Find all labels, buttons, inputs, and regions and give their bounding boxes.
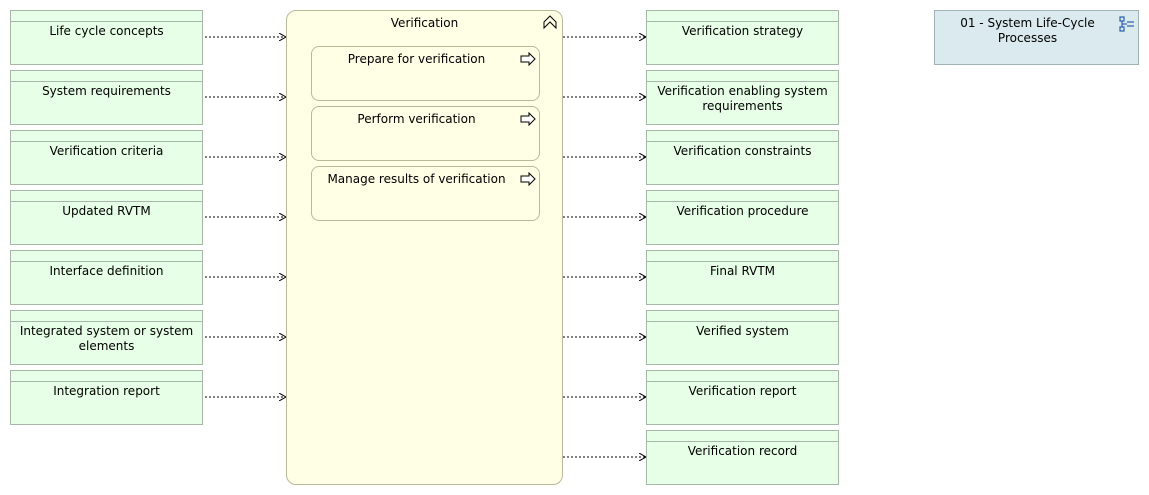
reference-label: 01 - System Life-Cycle Processes: [960, 16, 1095, 45]
output-final-rvtm[interactable]: Final RVTM: [646, 250, 839, 305]
process-arrow-icon: [520, 112, 536, 126]
output-label: Verification procedure: [676, 204, 809, 218]
process-arrow-icon: [520, 52, 536, 66]
process-arrow-icon: [520, 172, 536, 186]
input-label: Integration report: [53, 384, 160, 398]
diagram-link-icon[interactable]: [1119, 16, 1135, 32]
output-verification-strategy[interactable]: Verification strategy: [646, 10, 839, 65]
output-verification-enabling-system-requirements[interactable]: Verification enabling system requirement…: [646, 70, 839, 125]
input-label: Updated RVTM: [62, 204, 151, 218]
subprocess-label: Prepare for verification: [347, 52, 486, 66]
input-label: Life cycle concepts: [49, 24, 164, 38]
reference-system-life-cycle-processes[interactable]: 01 - System Life-Cycle Processes: [934, 10, 1139, 65]
output-label: Verification record: [687, 444, 798, 458]
subprocess-label: Manage results of verification: [327, 172, 506, 186]
process-chevron-icon[interactable]: [542, 14, 558, 30]
output-verification-report[interactable]: Verification report: [646, 370, 839, 425]
input-integrated-system[interactable]: Integrated system or system elements: [10, 310, 203, 365]
output-label: Verified system: [696, 324, 789, 338]
output-verification-procedure[interactable]: Verification procedure: [646, 190, 839, 245]
output-verification-record[interactable]: Verification record: [646, 430, 839, 485]
input-label: System requirements: [42, 84, 171, 98]
subprocess-perform-verification[interactable]: Perform verification: [311, 106, 540, 161]
subprocess-prepare-for-verification[interactable]: Prepare for verification: [311, 46, 540, 101]
input-verification-criteria[interactable]: Verification criteria: [10, 130, 203, 185]
input-system-requirements[interactable]: System requirements: [10, 70, 203, 125]
output-label: Final RVTM: [709, 264, 776, 278]
output-label: Verification strategy: [681, 24, 804, 38]
output-verification-constraints[interactable]: Verification constraints: [646, 130, 839, 185]
input-label: Interface definition: [49, 264, 164, 278]
verification-process[interactable]: Verification Prepare for verification Pe…: [286, 10, 563, 485]
input-interface-definition[interactable]: Interface definition: [10, 250, 203, 305]
subprocess-label: Perform verification: [357, 112, 476, 126]
subprocess-manage-results-of-verification[interactable]: Manage results of verification: [311, 166, 540, 221]
input-updated-rvtm[interactable]: Updated RVTM: [10, 190, 203, 245]
input-life-cycle-concepts[interactable]: Life cycle concepts: [10, 10, 203, 65]
output-verified-system[interactable]: Verified system: [646, 310, 839, 365]
output-label: Verification report: [688, 384, 797, 398]
input-label: Integrated system or system elements: [19, 324, 194, 353]
input-integration-report[interactable]: Integration report: [10, 370, 203, 425]
process-title: Verification: [390, 16, 459, 30]
input-label: Verification criteria: [49, 144, 164, 158]
output-label: Verification enabling system requirement…: [657, 84, 828, 113]
output-label: Verification constraints: [673, 144, 812, 158]
